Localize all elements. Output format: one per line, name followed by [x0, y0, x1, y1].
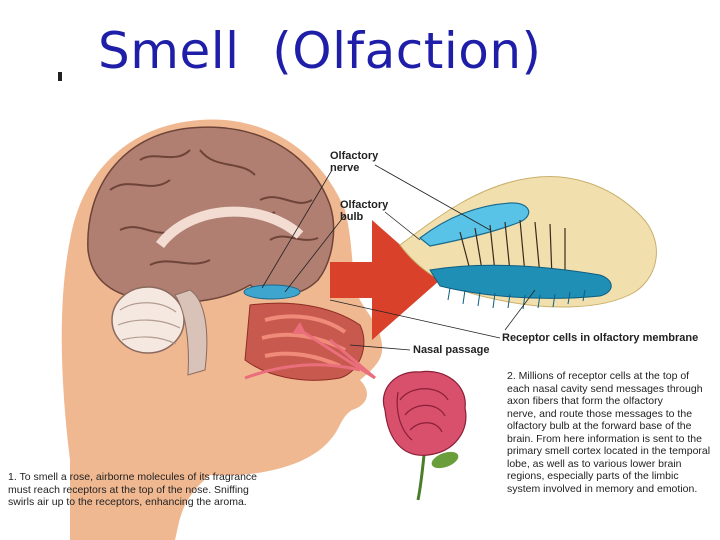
brain-folds	[109, 149, 319, 266]
page-title: Smell (Olfaction)	[98, 22, 542, 80]
corpus-callosum	[156, 206, 304, 249]
rose-leaf	[431, 451, 459, 469]
caption-step-1: 1. To smell a rose, airborne molecules o…	[8, 471, 258, 508]
label-olfactory-bulb: Olfactory bulb	[340, 199, 389, 223]
receptor-leader	[329, 289, 536, 339]
olfactory-bulb-shape	[243, 284, 301, 300]
nasal-cavity	[244, 302, 365, 381]
rose-petals	[396, 388, 449, 441]
cerebellum-folds	[117, 302, 181, 345]
olfactory-membrane	[429, 264, 612, 299]
rose-stem	[416, 454, 426, 501]
air-arrow-1	[299, 328, 376, 380]
air-arrowhead	[292, 322, 306, 334]
brainstem	[174, 289, 208, 376]
air-arrow-2	[329, 338, 376, 380]
bulb-leader	[284, 211, 421, 293]
label-receptor-cells: Receptor cells in olfactory membrane	[502, 332, 699, 344]
membrane-cilia	[447, 287, 586, 310]
nasal-leader	[349, 344, 411, 351]
receptor-fibers	[459, 219, 566, 280]
zoom-arrow	[330, 220, 440, 340]
label-nasal-passage: Nasal passage	[413, 344, 490, 356]
olfactory-bulb-detail	[419, 202, 530, 247]
title-bullet	[58, 72, 62, 81]
nerve-leader	[261, 164, 491, 289]
air-arrow-3	[244, 363, 361, 380]
label-olfactory-nerve: Olfactory nerve	[330, 150, 379, 174]
rose	[382, 370, 467, 456]
caption-step-2: 2. Millions of receptor cells at the top…	[507, 370, 711, 495]
